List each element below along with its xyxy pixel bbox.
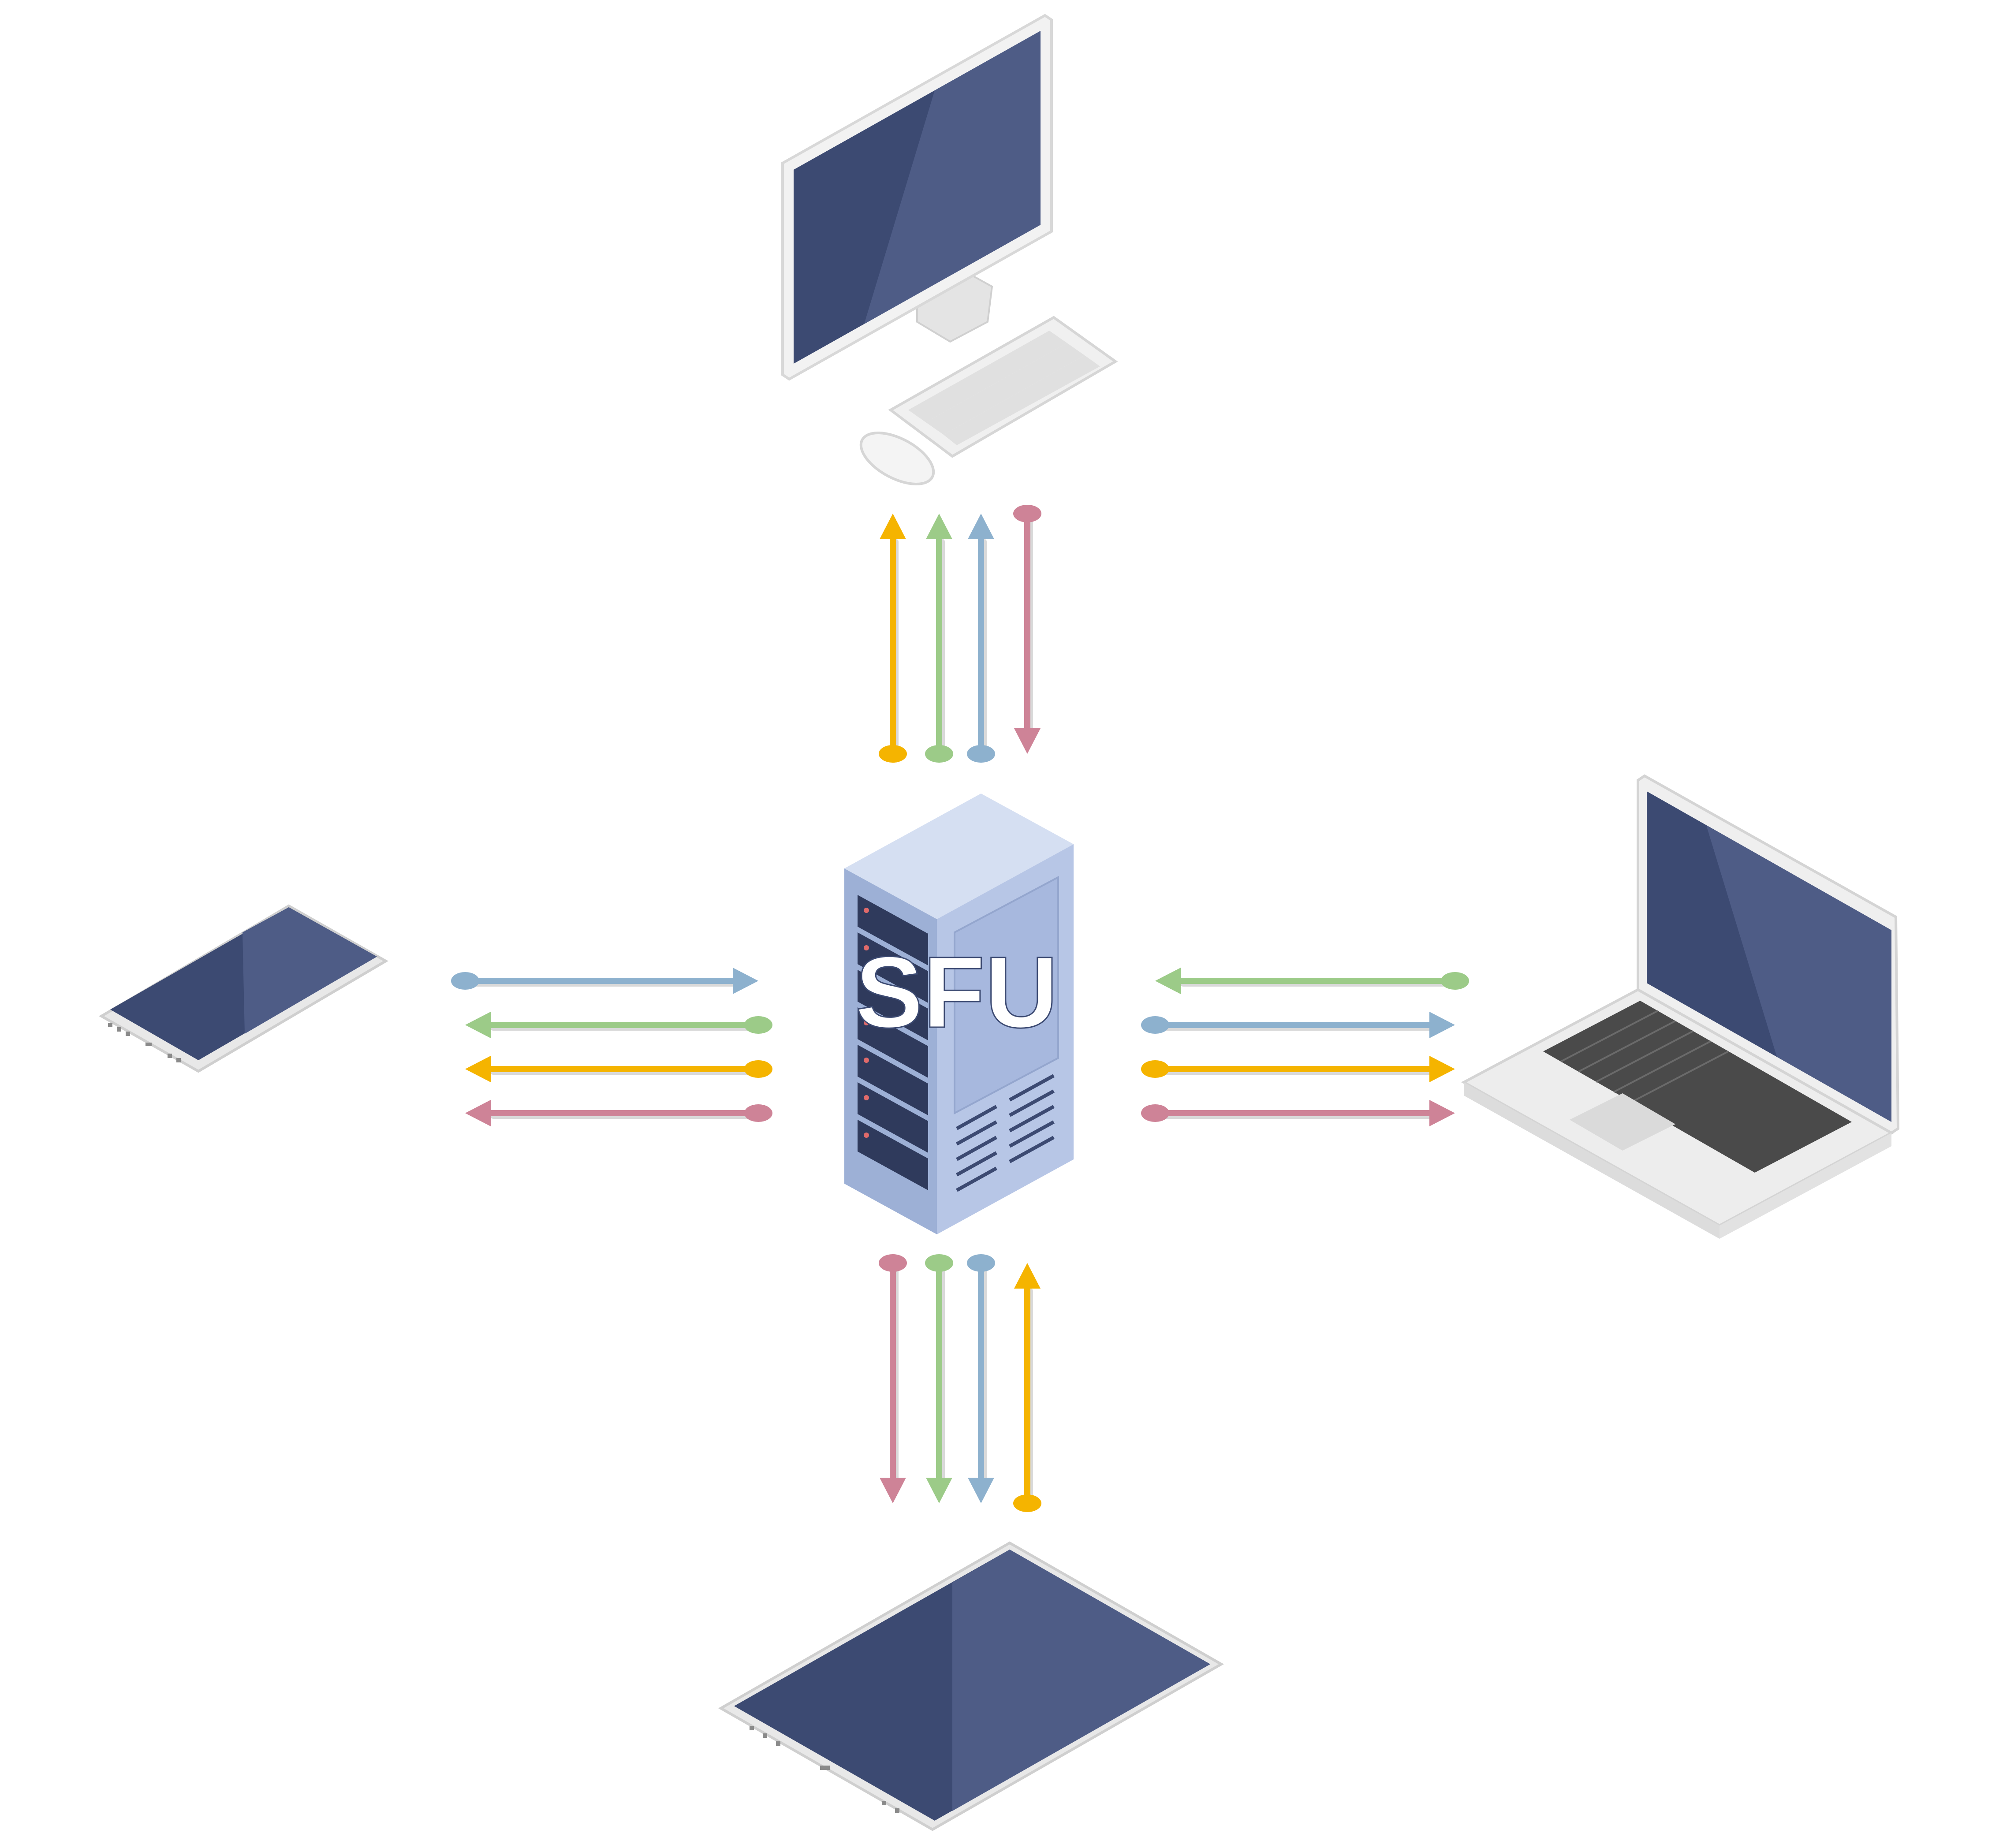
stream-arrows (451, 505, 1469, 1512)
stream-arrow-desktop-green (925, 514, 953, 763)
stream-arrow-desktop-yellow (879, 514, 907, 763)
stream-arrow-tablet-blue (967, 1254, 995, 1503)
stream-arrow-desktop-blue (967, 514, 995, 763)
stream-arrow-tablet-yellow (1013, 1263, 1041, 1512)
tablet-icon (718, 1541, 1224, 1831)
stream-arrow-phone-green (465, 1012, 772, 1038)
stream-arrow-phone-pink (465, 1100, 772, 1126)
stream-arrow-laptop-green (1155, 968, 1469, 994)
stream-arrow-laptop-yellow (1141, 1056, 1455, 1082)
server-rack-icon (844, 794, 1074, 1234)
stream-arrow-phone-blue (451, 968, 758, 994)
stream-arrow-desktop-pink (1013, 505, 1041, 754)
stream-arrow-tablet-green (925, 1254, 953, 1503)
stream-arrow-phone-yellow (465, 1056, 772, 1082)
stream-arrow-tablet-pink (879, 1254, 907, 1503)
smartphone-icon (99, 904, 388, 1073)
stream-arrow-laptop-blue (1141, 1012, 1455, 1038)
desktop-computer-icon (781, 14, 1118, 485)
server-label: SFU (855, 935, 1058, 1049)
laptop-icon (1461, 774, 1900, 1239)
stream-arrow-laptop-pink (1141, 1100, 1455, 1126)
